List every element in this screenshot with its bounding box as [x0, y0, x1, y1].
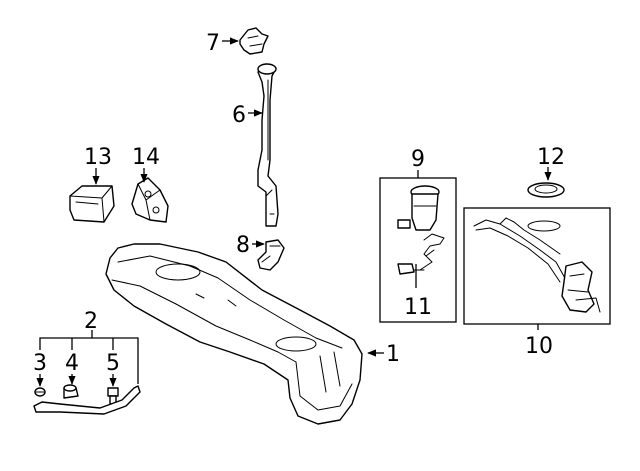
callout-12: 12 — [537, 145, 565, 170]
fuel-level-sender — [397, 233, 445, 275]
callout-numbers: 7 6 8 13 14 1 9 12 11 10 2 3 4 5 — [33, 31, 565, 376]
callout-3: 3 — [33, 351, 47, 376]
callout-1: 1 — [386, 342, 400, 367]
callout-8: 8 — [236, 233, 250, 258]
callout-6: 6 — [232, 103, 246, 128]
connecting-hose — [257, 239, 285, 271]
fuel-sender-group-box — [463, 207, 611, 325]
callout-14: 14 — [132, 145, 160, 170]
filler-cap — [239, 27, 269, 55]
mounting-bracket — [131, 177, 169, 223]
fuel-tank — [105, 243, 363, 425]
callout-11: 11 — [404, 295, 432, 320]
callout-13: 13 — [84, 145, 112, 170]
leader-lines — [36, 37, 552, 387]
callout-4: 4 — [65, 351, 79, 376]
grommet-fastener — [63, 384, 79, 399]
fuel-suction-sender — [473, 217, 601, 313]
callout-5: 5 — [106, 351, 120, 376]
pump-control-module — [69, 185, 115, 223]
nut-fastener — [34, 387, 46, 397]
filler-neck-pipe — [257, 63, 279, 227]
callout-9: 9 — [411, 147, 425, 172]
callout-10: 10 — [525, 334, 553, 359]
tank-lock-ring — [527, 182, 565, 198]
callout-2: 2 — [84, 309, 98, 334]
callout-7: 7 — [206, 31, 220, 56]
tank-retaining-strap — [33, 385, 141, 415]
fuel-pump-assembly — [397, 185, 440, 231]
